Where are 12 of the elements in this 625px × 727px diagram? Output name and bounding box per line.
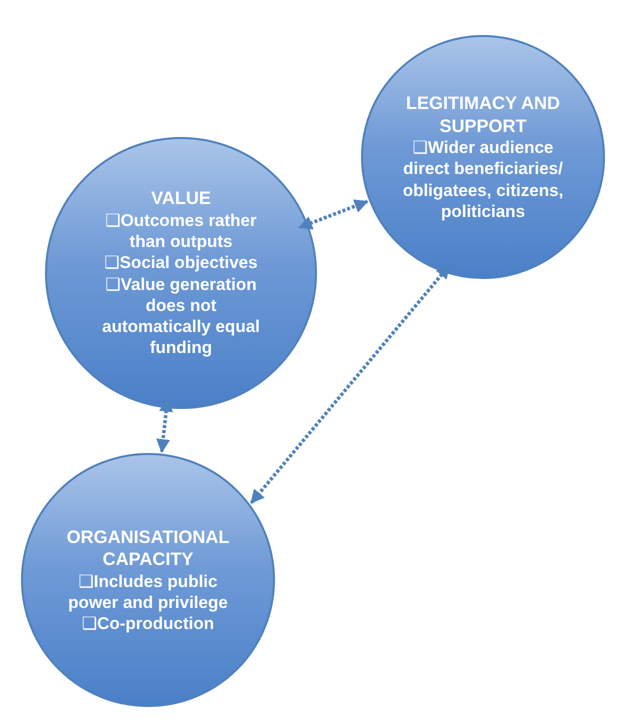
bullet-item: ❑Wider audience direct beneficiaries/ obligatees, citizens, politicians <box>402 137 564 222</box>
dotted-double-arrow <box>156 398 174 454</box>
bullet-item: ❑Value generation does not automatically equal funding <box>101 274 261 359</box>
bullet-item: ❑Outcomes rather than outputs <box>104 210 258 252</box>
heading: VALUE <box>151 187 211 210</box>
heading: LEGITIMACY AND SUPPORT <box>404 92 561 137</box>
bullet-item: ❑Social objectives <box>104 252 258 274</box>
dotted-double-arrow <box>250 264 450 504</box>
heading: ORGANISATIONAL CAPACITY <box>66 526 230 571</box>
bullet-item: ❑Includes public power and privilege <box>67 570 229 614</box>
bullet-item: ❑Co-production <box>82 613 214 634</box>
dotted-double-arrow <box>298 199 369 230</box>
